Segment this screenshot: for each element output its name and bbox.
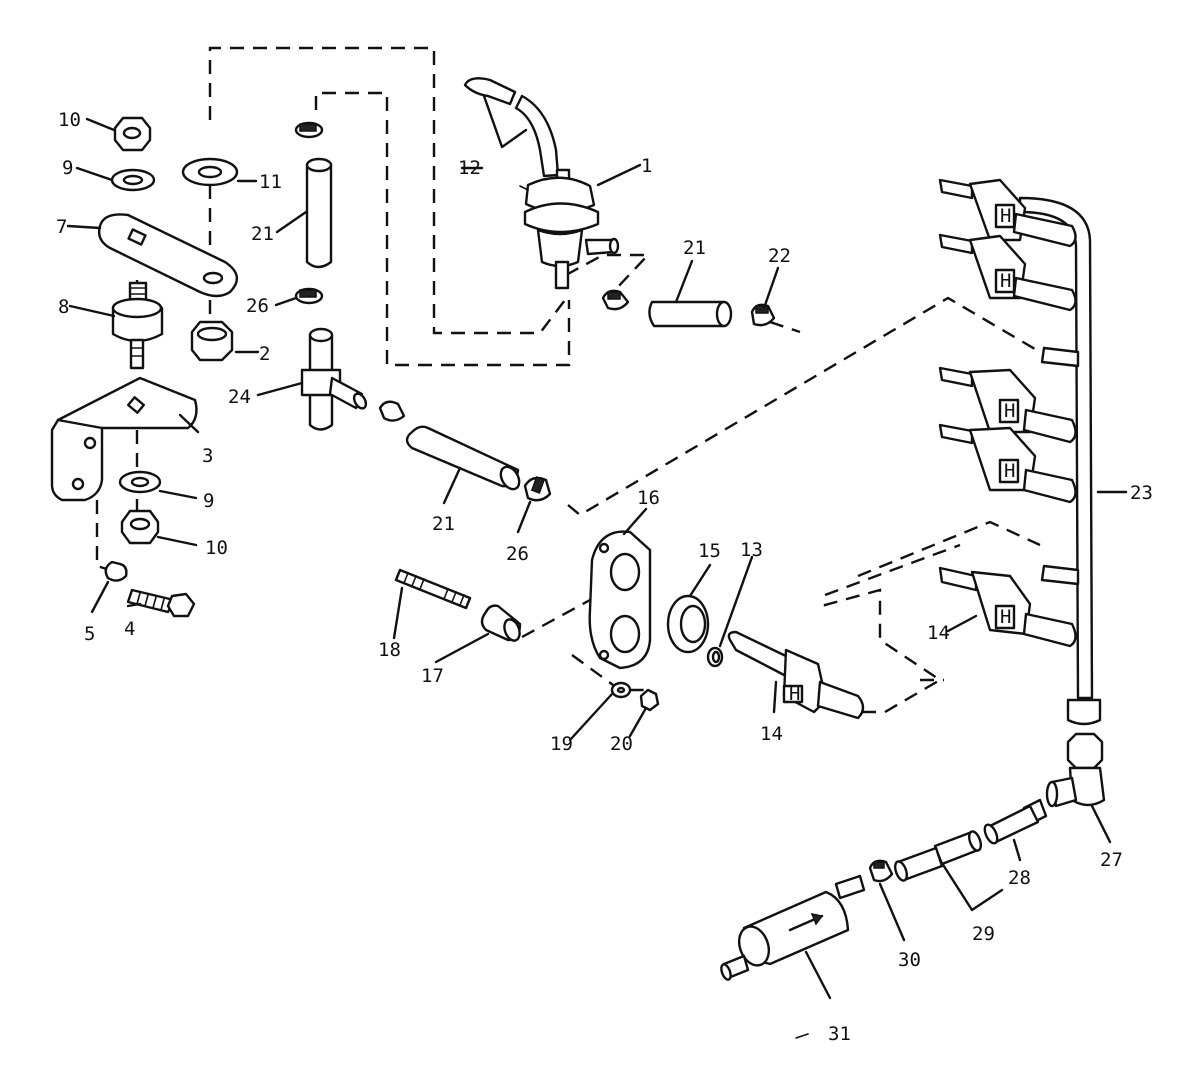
hose-clamp-right-part: [523, 476, 552, 502]
fuel-rail-assembly: H H H H: [938, 178, 1102, 726]
callout-26-right: 26: [506, 543, 529, 565]
isolator-mount-part: [111, 281, 164, 370]
callout-1: 1: [641, 155, 652, 177]
callout-31: 31: [828, 1023, 851, 1045]
tee-fitting-part: [300, 327, 368, 431]
callout-9-top: 9: [62, 157, 73, 179]
callout-21-vertical: 21: [251, 223, 274, 245]
lock-washer-part: [104, 560, 128, 582]
hose-horizontal-part: [648, 300, 733, 328]
injector-letter-middle-2: H: [1004, 460, 1015, 482]
injector-letter-middle-1: H: [1004, 400, 1015, 422]
callout-10-top: 10: [58, 109, 81, 131]
hose-clamp-tee-part: [378, 400, 406, 422]
bracket-assembly: [50, 116, 239, 618]
callout-3: 3: [202, 445, 213, 467]
fuel-hose-pair-part: [893, 830, 983, 882]
injector-mount-assembly: H: [394, 530, 865, 720]
fuel-filter-part: [720, 874, 866, 981]
hose-diagonal-part: [405, 425, 521, 491]
fuel-injector-middle-2-part: H: [938, 423, 1077, 504]
callout-12: 12: [458, 157, 481, 179]
fuel-injector-lower-part: H: [938, 566, 1077, 648]
callout-26-top: 26: [246, 295, 269, 317]
rail-fitting-part: [1066, 698, 1102, 726]
fuel-filter-line-assembly: [720, 732, 1106, 981]
callout-2: 2: [259, 343, 270, 365]
callout-22: 22: [768, 245, 791, 267]
callout-24: 24: [228, 386, 251, 408]
mounting-bracket-part: [50, 376, 198, 502]
assembly-dashed-lines: [95, 46, 1041, 714]
fuel-pressure-regulator-part: [519, 168, 620, 290]
callout-9-lower: 9: [203, 490, 214, 512]
hose-vertical-part: [305, 157, 333, 269]
nut-top-part: [113, 116, 152, 152]
callout-30: 30: [898, 949, 921, 971]
leader-lines: [66, 94, 1128, 1039]
callout-28: 28: [1008, 867, 1031, 889]
spacer-part: [480, 604, 522, 642]
callout-11: 11: [259, 171, 282, 193]
fuel-injector-upper-2-part: H: [938, 233, 1077, 312]
hose-clamp-regulator-part: [601, 289, 630, 311]
callout-5: 5: [84, 623, 95, 645]
washer-lower-part: [118, 470, 162, 494]
hose-fitting-part: [983, 798, 1048, 845]
bolt-part: [126, 588, 196, 618]
nut-lower-part: [120, 509, 160, 545]
pressure-regulator-assembly: [463, 77, 776, 328]
callout-labels: 1 2 3 4 5 7 8 9 9 10 10 11 12 13 14 14 1…: [56, 109, 1153, 1045]
tee-hose-assembly: [294, 121, 552, 502]
callout-29: 29: [972, 923, 995, 945]
fuel-injector-upper-1-part: H: [938, 178, 1077, 248]
rail-stub-upper-part: [1040, 346, 1080, 368]
callout-19: 19: [550, 733, 573, 755]
callout-23: 23: [1130, 482, 1153, 504]
callout-15: 15: [698, 540, 721, 562]
callout-18: 18: [378, 639, 401, 661]
washer-top-part: [110, 168, 156, 192]
injector-letter-upper-2: H: [1000, 270, 1011, 292]
callout-21-diagonal: 21: [432, 513, 455, 535]
callout-21-horizontal: 21: [683, 237, 706, 259]
o-ring-part: [706, 646, 724, 668]
callout-8: 8: [58, 296, 69, 318]
hose-clamp-top-part: [294, 121, 324, 139]
hose-clamp-mid-part: [294, 287, 324, 305]
callout-13: 13: [740, 539, 763, 561]
injector-letter-lower: H: [1000, 606, 1011, 628]
injector-seal-part: [666, 594, 710, 654]
callout-7: 7: [56, 216, 67, 238]
injector-letter-center: H: [789, 683, 800, 705]
callout-14-rail: 14: [927, 622, 950, 644]
fuel-injector-center-part: H: [727, 630, 865, 720]
stud-part: [394, 568, 472, 610]
link-plate-part: [97, 213, 238, 298]
callout-20: 20: [610, 733, 633, 755]
injector-letter-upper-1: H: [1000, 205, 1011, 227]
hose-clamp-22-part: [750, 303, 776, 327]
hose-clamp-filter-part: [868, 859, 894, 883]
elbow-fitting-part: [1045, 732, 1106, 808]
callout-17: 17: [421, 665, 444, 687]
callout-10-lower: 10: [205, 537, 228, 559]
fuel-injector-middle-1-part: H: [938, 366, 1077, 444]
washer-large-part: [181, 157, 239, 187]
vacuum-hose-part: [463, 77, 560, 178]
washer-small-part: [610, 681, 632, 699]
fuel-rail-tube-part: [1018, 196, 1094, 700]
callout-4: 4: [124, 618, 135, 640]
callout-14-center: 14: [760, 723, 783, 745]
callout-27: 27: [1100, 849, 1123, 871]
injector-manifold-part: [588, 530, 652, 670]
rail-stub-lower-part: [1040, 564, 1080, 586]
nut-right-part: [190, 320, 234, 362]
nut-small-part: [639, 688, 660, 712]
callout-16: 16: [637, 487, 660, 509]
